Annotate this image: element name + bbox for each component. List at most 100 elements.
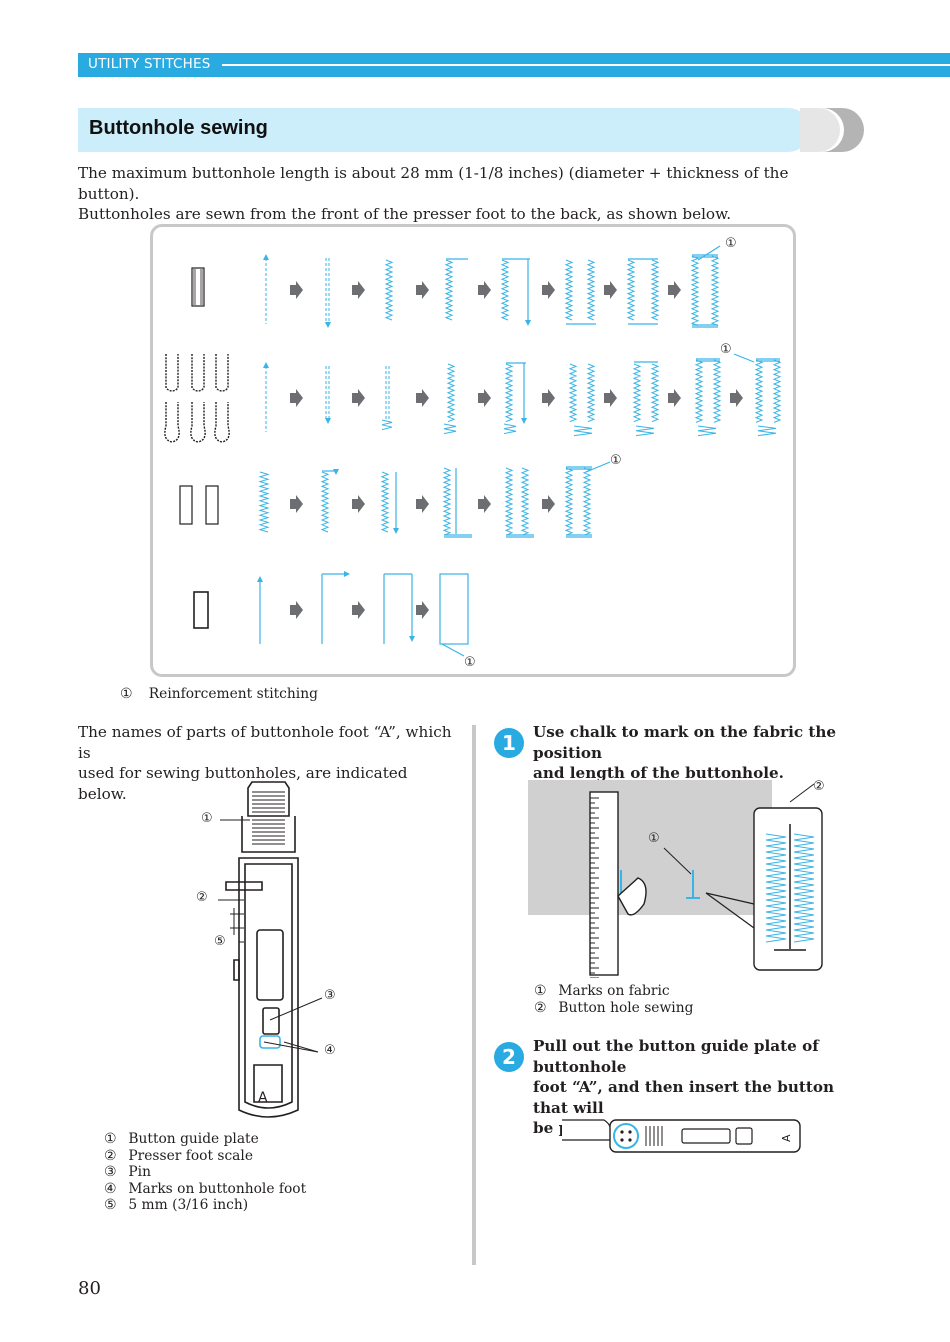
direction-arrowhead (409, 636, 415, 642)
zigzag-fan (503, 423, 517, 435)
step-2-badge: 2 (494, 1042, 524, 1072)
legend-marker: ③ (104, 1164, 117, 1181)
sequence-arrow (416, 601, 429, 619)
foot-letter: A (258, 1090, 268, 1106)
stitch-sequence-frame (150, 224, 796, 677)
foot-marker-4: ④ (324, 1043, 336, 1058)
legend-marker: ① (104, 1131, 117, 1147)
zigzag-column (772, 359, 782, 423)
keyhole-style-icon (215, 354, 229, 392)
sequence-arrow (352, 389, 365, 407)
direction-arrowhead (393, 528, 399, 534)
intro-paragraph: The maximum buttonhole length is about 2… (78, 163, 838, 225)
direction-arrowhead (263, 254, 269, 260)
stitch-sequence-diagram (164, 245, 782, 657)
callout-leader (733, 353, 755, 363)
legend-marker: ② (104, 1147, 117, 1164)
zigzag-column (444, 259, 454, 321)
zigzag-style-icon (179, 485, 193, 525)
intro-line: The maximum buttonhole length is about 2… (78, 164, 789, 203)
direction-arrowhead (325, 418, 331, 424)
sequence-arrow (478, 281, 491, 299)
keyhole-style-icon (165, 354, 179, 392)
zigzag-fan (635, 425, 655, 437)
parts-intro: The names of parts of buttonhole foot “A… (78, 722, 458, 804)
keyhole-style-icon (214, 402, 230, 443)
foot-marker-1: ① (201, 811, 213, 826)
callout-marker: ① (720, 342, 732, 357)
title-band (78, 108, 810, 152)
keyhole-style-icon (191, 354, 205, 392)
sequence-arrow (290, 281, 303, 299)
legend-marker: ① (534, 983, 547, 999)
zigzag-column (442, 467, 452, 536)
straight-style-icon (193, 591, 209, 629)
step-line: foot “A”, and then insert the button tha… (533, 1078, 835, 1117)
intro-line: Buttonholes are sewn from the front of t… (78, 205, 732, 223)
callout-marker: ① (464, 655, 476, 670)
zigzag-column (694, 359, 704, 423)
sequence-arrow (352, 281, 365, 299)
direction-arrowhead (325, 322, 331, 328)
title-band-tabs (800, 108, 864, 152)
foot-marker-3: ③ (324, 988, 336, 1003)
step-line: and length of the buttonhole. (533, 764, 784, 782)
diagram-legend: ① Reinforcement stitching (120, 686, 318, 703)
zigzag-column (504, 363, 514, 423)
sequence-arrow (290, 389, 303, 407)
zoomed-zigzag (793, 833, 815, 943)
parts-legend-row: ① Button guide plate (104, 1131, 306, 1148)
legend-label: Marks on buttonhole foot (128, 1180, 307, 1197)
zigzag-column (520, 467, 530, 536)
page-number: 80 (78, 1278, 101, 1299)
zigzag-column (258, 471, 270, 533)
sequence-arrow (542, 389, 555, 407)
sequence-arrow (604, 281, 617, 299)
parts-intro-line: The names of parts of buttonhole foot “A… (78, 723, 452, 762)
small-foot-letter: A (780, 1134, 793, 1142)
direction-arrowhead (344, 571, 350, 577)
sequence-arrow (416, 495, 429, 513)
legend-label: Presser foot scale (128, 1147, 253, 1164)
sequence-arrow (416, 389, 429, 407)
zigzag-column (568, 363, 578, 423)
button-insert-diagram: A (562, 1119, 801, 1153)
header-rule (222, 64, 950, 66)
zigzag-column (384, 259, 394, 321)
zigzag-column (710, 255, 720, 327)
zigzag-column (586, 259, 596, 321)
foot-marker-2: ② (196, 890, 208, 905)
direction-arrowhead (525, 320, 531, 326)
zigzag-fan (573, 425, 593, 437)
zigzag-column (690, 255, 700, 327)
direction-arrowhead (263, 362, 269, 368)
zigzag-column (712, 359, 722, 423)
step-1-text: Use chalk to mark on the fabric the posi… (533, 722, 863, 784)
section-label: UTILITY STITCHES (88, 56, 211, 72)
legend-label: 5 mm (3/16 inch) (128, 1197, 249, 1214)
legend-marker: ① (120, 686, 133, 702)
legend-label: Button guide plate (128, 1131, 259, 1147)
sequence-arrow (290, 601, 303, 619)
zigzag-column (380, 471, 390, 533)
legend-label: Marks on fabric (558, 983, 670, 999)
sequence-arrow (416, 281, 429, 299)
zigzag-column (320, 471, 330, 533)
parts-intro-line: used for sewing buttonholes, are indicat… (78, 764, 408, 803)
keyhole-style-icon (190, 402, 206, 443)
zigzag-column (582, 467, 592, 536)
zigzag-column (650, 259, 660, 321)
callout-marker: ① (610, 453, 622, 468)
callout-leader (585, 461, 611, 473)
legend-marker: ② (534, 999, 547, 1016)
sequence-arrow (604, 389, 617, 407)
svg-text:1: 1 (502, 731, 516, 755)
sequence-arrow (478, 495, 491, 513)
zigzag-fan (443, 423, 457, 435)
zigzag-column (564, 467, 574, 536)
sequence-arrow (478, 389, 491, 407)
zigzag-column (650, 363, 660, 423)
